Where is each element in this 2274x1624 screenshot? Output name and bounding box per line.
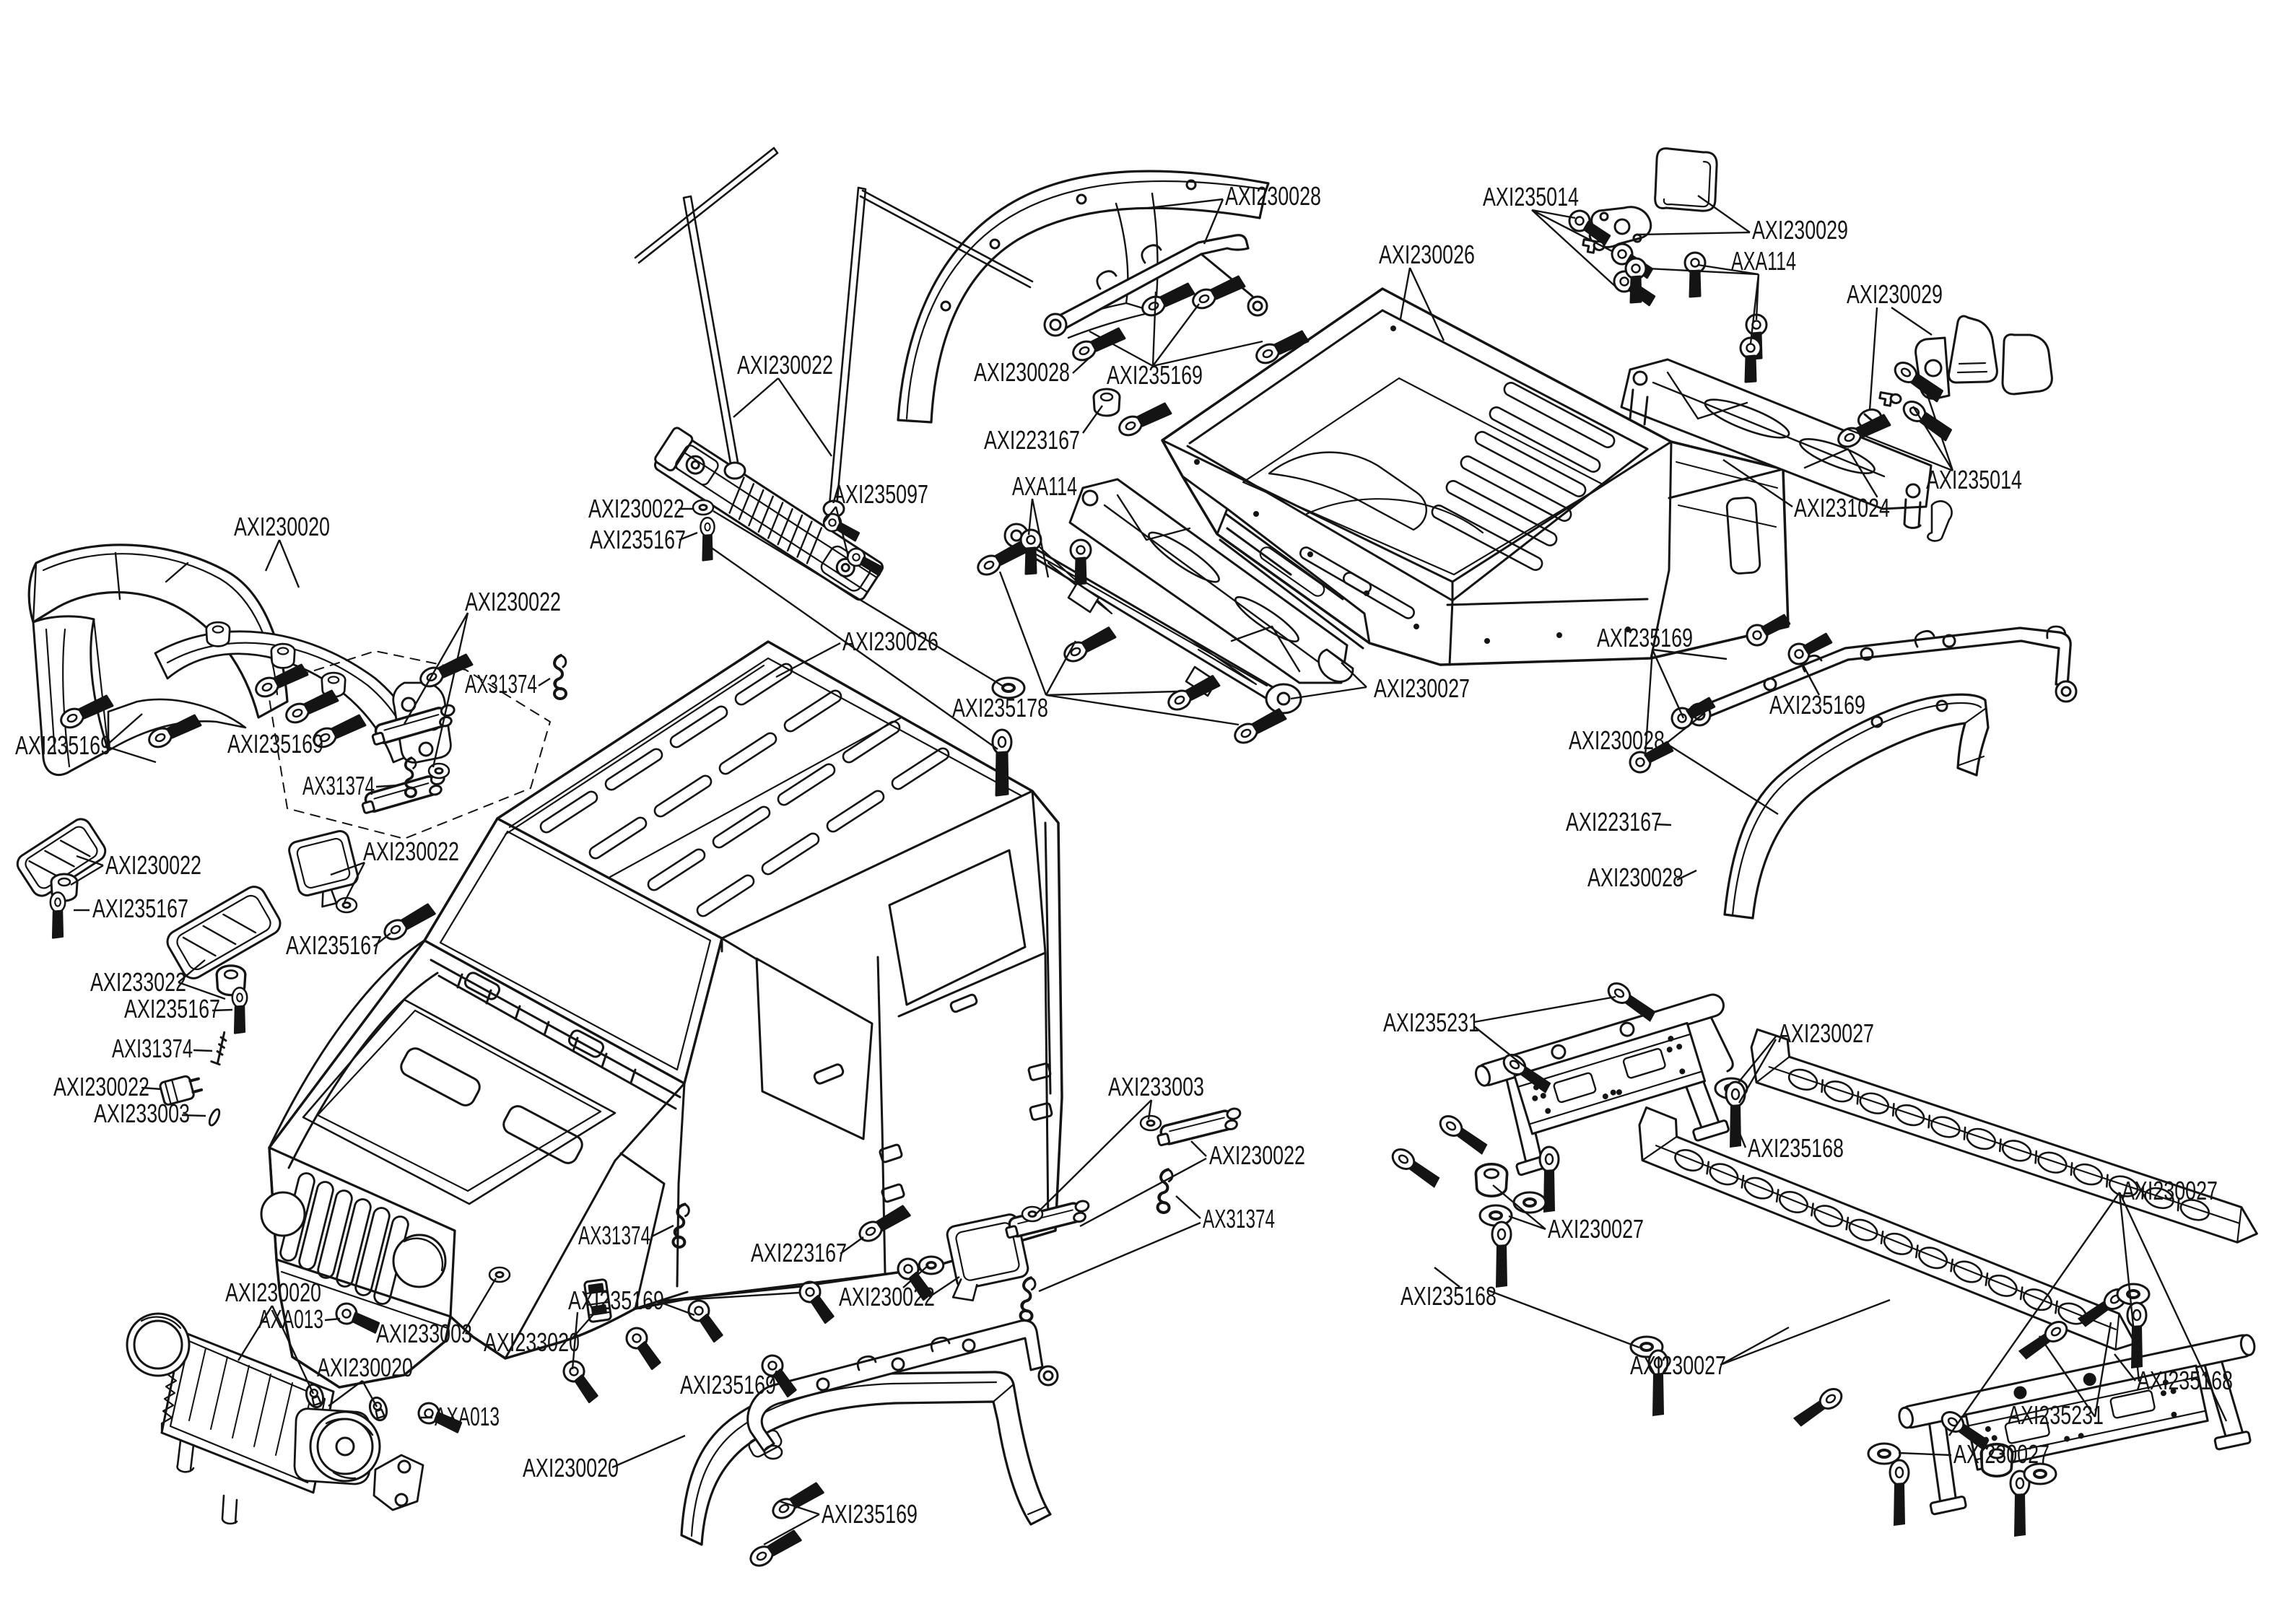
svg-text:AX31374: AX31374 xyxy=(302,771,375,800)
svg-text:AXI233003: AXI233003 xyxy=(376,1319,472,1348)
svg-text:AXI230027: AXI230027 xyxy=(2122,1176,2218,1205)
svg-text:AXI235014: AXI235014 xyxy=(1483,182,1579,211)
svg-text:AXI235231: AXI235231 xyxy=(1383,1008,1479,1037)
svg-text:AXI235167: AXI235167 xyxy=(124,994,220,1023)
svg-text:AXI230020: AXI230020 xyxy=(225,1278,321,1307)
svg-text:AXI230022: AXI230022 xyxy=(53,1072,149,1101)
svg-text:AX31374: AX31374 xyxy=(1203,1204,1275,1234)
svg-text:AXI233020: AXI233020 xyxy=(484,1327,580,1357)
svg-text:AXI235169: AXI235169 xyxy=(680,1370,776,1400)
svg-text:AXI235169: AXI235169 xyxy=(1769,690,1865,720)
svg-text:AXI235167: AXI235167 xyxy=(92,894,188,923)
svg-text:AXI230028: AXI230028 xyxy=(1587,863,1683,892)
svg-text:AXI230029: AXI230029 xyxy=(1847,279,1943,309)
svg-text:AXI230022: AXI230022 xyxy=(105,850,201,880)
svg-text:AXI231024: AXI231024 xyxy=(1794,493,1890,523)
svg-text:AXI230027: AXI230027 xyxy=(1374,673,1470,703)
svg-text:AXI235097: AXI235097 xyxy=(832,479,928,509)
svg-text:AXI230022: AXI230022 xyxy=(363,837,459,866)
svg-text:AXI230020: AXI230020 xyxy=(317,1353,413,1382)
svg-text:AXI223167: AXI223167 xyxy=(984,425,1080,455)
svg-text:AXI230022: AXI230022 xyxy=(737,350,833,380)
svg-text:AXA114: AXA114 xyxy=(1012,471,1077,501)
svg-text:AXI230028: AXI230028 xyxy=(1569,725,1665,755)
svg-text:AXI31374: AXI31374 xyxy=(112,1034,193,1063)
svg-text:AXI235169: AXI235169 xyxy=(822,1499,918,1529)
svg-text:AXI235169: AXI235169 xyxy=(227,729,323,759)
svg-text:AXI235014: AXI235014 xyxy=(1926,465,2022,494)
svg-text:AX31374: AX31374 xyxy=(578,1221,650,1250)
svg-text:AXI235178: AXI235178 xyxy=(952,693,1048,722)
svg-text:AXI230028: AXI230028 xyxy=(1225,181,1321,211)
svg-text:AX31374: AX31374 xyxy=(465,669,537,699)
svg-text:AXI235168: AXI235168 xyxy=(2137,1366,2233,1395)
svg-text:AXI233003: AXI233003 xyxy=(94,1099,190,1128)
svg-text:AXI230022: AXI230022 xyxy=(839,1282,935,1311)
svg-text:AXI235167: AXI235167 xyxy=(590,525,686,554)
svg-text:AXI235169: AXI235169 xyxy=(1597,623,1693,652)
svg-text:AXI230020: AXI230020 xyxy=(523,1453,619,1483)
svg-text:AXI235169: AXI235169 xyxy=(568,1285,664,1315)
svg-text:AXI235168: AXI235168 xyxy=(1748,1133,1844,1163)
svg-text:AXI230028: AXI230028 xyxy=(974,357,1070,387)
svg-text:AXI223167: AXI223167 xyxy=(1566,807,1662,837)
svg-text:AXI230020: AXI230020 xyxy=(234,512,330,541)
svg-text:AXA013: AXA013 xyxy=(435,1402,500,1431)
svg-text:AXI223167: AXI223167 xyxy=(751,1238,847,1267)
svg-text:AXI230022: AXI230022 xyxy=(1209,1140,1305,1170)
svg-text:AXI233022: AXI233022 xyxy=(90,967,186,997)
svg-text:AXI230026: AXI230026 xyxy=(842,627,938,656)
svg-text:AXI230027: AXI230027 xyxy=(1778,1018,1874,1048)
svg-text:AXI235169: AXI235169 xyxy=(15,730,111,760)
svg-text:AXA013: AXA013 xyxy=(258,1304,323,1334)
svg-text:AXI235169: AXI235169 xyxy=(1107,360,1203,390)
svg-text:AXA114: AXA114 xyxy=(1731,246,1796,276)
svg-text:AXI230027: AXI230027 xyxy=(1953,1439,2049,1469)
svg-text:AXI235231: AXI235231 xyxy=(2008,1400,2104,1430)
svg-text:AXI230022: AXI230022 xyxy=(588,494,684,523)
svg-text:AXI235167: AXI235167 xyxy=(286,930,382,960)
svg-text:AXI230027: AXI230027 xyxy=(1630,1350,1726,1380)
svg-text:AXI230022: AXI230022 xyxy=(465,587,561,616)
svg-text:AXI230027: AXI230027 xyxy=(1548,1214,1644,1244)
svg-text:AXI235168: AXI235168 xyxy=(1400,1281,1497,1311)
svg-text:AXI230026: AXI230026 xyxy=(1379,240,1475,269)
svg-text:AXI230029: AXI230029 xyxy=(1752,215,1848,245)
svg-text:AXI233003: AXI233003 xyxy=(1108,1072,1204,1101)
